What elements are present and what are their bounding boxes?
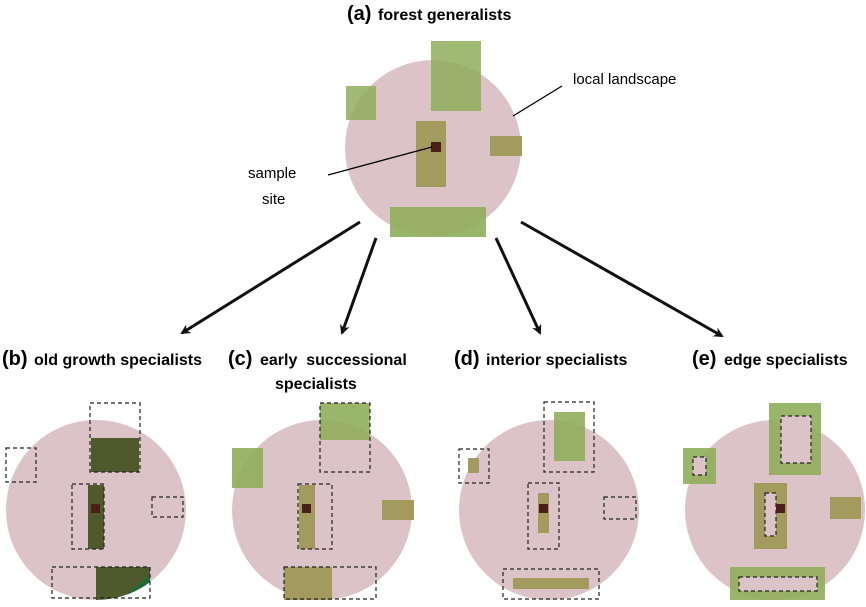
panel-b-old-growth-top [91, 438, 139, 472]
panel-c-heading: (c) [228, 348, 252, 370]
panel-d-sample-site [539, 504, 548, 513]
panel-c-sample-site [302, 504, 311, 513]
panel-b-old-growth-center [88, 485, 104, 549]
panel-b: (b) old growth specialists [2, 348, 202, 600]
label-sample: sample [248, 165, 296, 182]
panel-e-title: edge specialists [724, 352, 848, 369]
panel-d: (d) interior specialists [454, 348, 639, 600]
panel-d-dashed-patches [458, 401, 637, 600]
forest-patch-right [490, 136, 522, 156]
forest-patch-left [346, 86, 376, 120]
panel-e: (e) edge specialists [683, 348, 865, 600]
panel-c-early-left [232, 448, 263, 488]
forest-patch-center [416, 121, 446, 187]
panel-c: (c) early successional specialists [228, 348, 414, 600]
panel-e-heading: (e) [692, 348, 716, 370]
panel-d-title: interior specialists [486, 352, 627, 369]
arrow-to-b [180, 220, 361, 335]
arrows [180, 220, 724, 338]
panel-e-edge-right [830, 497, 861, 519]
sample-site-leader [327, 146, 433, 176]
panel-d-interior-left [468, 458, 479, 473]
panel-b-sample-site [91, 504, 100, 513]
arrow-to-d [494, 237, 542, 335]
panel-c-title-line-2: specialists [275, 376, 357, 393]
panel-b-heading: (b) [2, 348, 28, 370]
panel-d-interior-bottom [513, 578, 589, 589]
panel-c-early-top [320, 403, 370, 440]
panel-c-title-line-1: early successional [260, 352, 407, 369]
label-site: site [262, 191, 285, 208]
panel-e-sample-site [776, 504, 785, 513]
panel-c-early-right [382, 500, 414, 520]
local-landscape-leader [512, 85, 563, 117]
panel-b-dashed-patches [5, 402, 184, 599]
forest-patch-bottom [390, 207, 486, 237]
panel-d-interior-top [554, 412, 585, 461]
panel-c-early-bottom [284, 567, 332, 600]
sample-site-marker [431, 142, 441, 152]
panel-a-letter: (a) [347, 3, 371, 25]
arrow-to-e [520, 220, 724, 338]
panel-a: (a) forest generalists local landscape s… [248, 3, 676, 237]
arrow-to-c [339, 237, 378, 335]
panel-e-interior-holes [692, 415, 818, 592]
label-local-landscape: local landscape [573, 71, 676, 88]
panel-d-heading: (d) [454, 348, 480, 370]
panel-c-early-center [299, 485, 315, 549]
forest-patch-top [431, 41, 481, 111]
panel-b-title: old growth specialists [34, 352, 202, 369]
panel-c-dashed-patches [283, 402, 377, 600]
panel-c-landscape [232, 420, 412, 600]
panel-a-title: forest generalists [378, 7, 511, 24]
